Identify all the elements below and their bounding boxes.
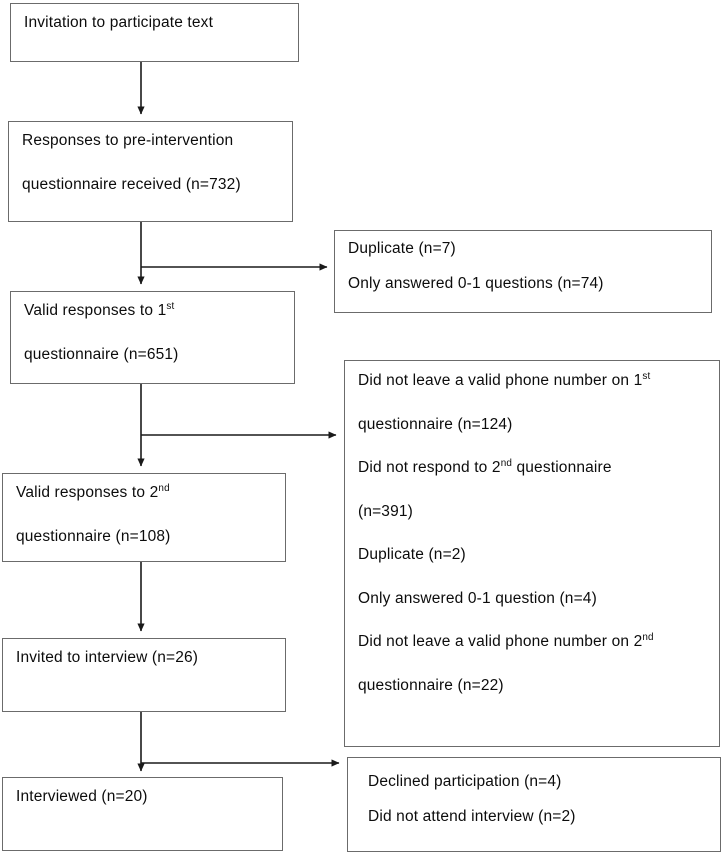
node-valid-first-line2: questionnaire (n=651) [24,345,179,363]
exclusion-second-line1: Did not leave a valid phone number on 1s… [358,370,706,389]
node-interviewed-line1: Interviewed (n=20) [16,788,148,805]
exclusion-second-line7-ordinal-suffix: nd [642,631,654,643]
node-valid-second-line1: Valid responses to 2nd [16,482,272,501]
exclusion-second-line2: questionnaire (n=124) [358,415,513,433]
node-invited-line1: Invited to interview (n=26) [16,649,199,666]
exclusion-second-line3-text: Did not respond to 2 [358,459,501,476]
node-pre-intervention-responses: Responses to pre-intervention questionna… [8,121,293,222]
exclusion-second-line5: Duplicate (n=2) [358,546,466,563]
exclusion-box-interview: Declined participation (n=4) Did not att… [347,757,721,852]
exclusion-first-line2: Only answered 0-1 questions (n=74) [348,274,604,292]
node-valid-responses-second: Valid responses to 2nd questionnaire (n=… [2,473,286,562]
node-valid-first-line1-text: Valid responses to 1 [24,302,167,319]
exclusion-second-line3-ordinal-suffix: nd [500,457,513,469]
exclusion-second-line1-ordinal-suffix: st [642,370,651,382]
exclusion-interview-line1: Declined participation (n=4) [368,773,562,790]
node-pre-intervention-line1: Responses to pre-intervention [22,132,234,149]
node-valid-second-line2: questionnaire (n=108) [16,527,171,545]
exclusion-second-line6: Only answered 0-1 question (n=4) [358,589,597,607]
node-invited-to-interview: Invited to interview (n=26) [2,638,286,712]
node-valid-first-line1: Valid responses to 1st [24,300,281,319]
node-valid-second-line1-text: Valid responses to 2 [16,484,159,501]
node-interviewed: Interviewed (n=20) [2,777,283,851]
exclusion-second-line3-tail: questionnaire [512,459,612,476]
exclusion-first-line1: Duplicate (n=7) [348,240,456,257]
node-valid-first-ordinal-suffix: st [166,300,175,312]
exclusion-second-line8: questionnaire (n=22) [358,676,504,694]
node-invitation-line1: Invitation to participate text [24,14,214,31]
node-pre-intervention-line2: questionnaire received (n=732) [22,175,241,193]
node-valid-second-ordinal-suffix: nd [158,482,170,494]
exclusion-second-line3: Did not respond to 2nd questionnaire [358,457,706,476]
exclusion-second-line4: (n=391) [358,502,413,520]
node-invitation: Invitation to participate text [10,3,299,62]
exclusion-second-line1-text: Did not leave a valid phone number on 1 [358,372,643,389]
exclusion-second-line7-text: Did not leave a valid phone number on 2 [358,633,643,650]
exclusion-interview-line2: Did not attend interview (n=2) [368,807,576,825]
node-valid-responses-first: Valid responses to 1st questionnaire (n=… [10,291,295,384]
exclusion-second-line7: Did not leave a valid phone number on 2n… [358,631,706,650]
exclusion-box-second-questionnaire: Did not leave a valid phone number on 1s… [344,360,720,747]
exclusion-box-first-questionnaire: Duplicate (n=7) Only answered 0-1 questi… [334,230,712,313]
